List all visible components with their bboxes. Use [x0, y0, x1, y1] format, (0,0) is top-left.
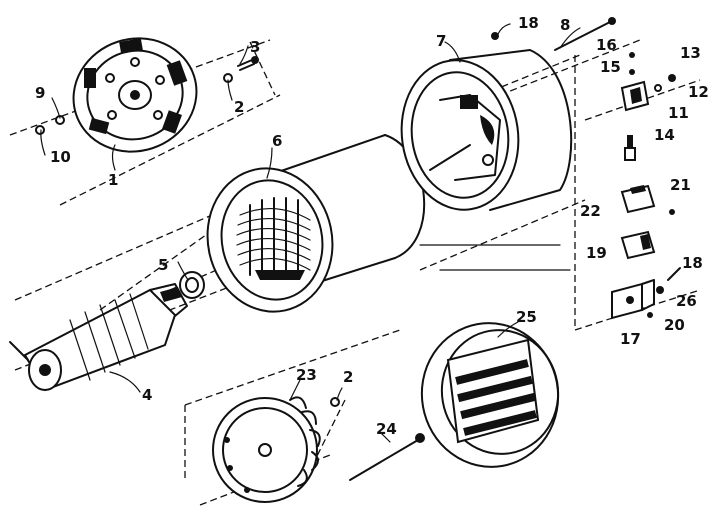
relay-part-19 [620, 230, 656, 260]
callout-2-top: 2 [234, 98, 244, 116]
callout-18-top: 18 [518, 14, 539, 32]
callout-12: 12 [688, 83, 709, 101]
thermostat-part-14 [624, 135, 636, 161]
callout-9: 9 [35, 84, 45, 102]
callout-7: 7 [436, 32, 446, 50]
callout-leader-lines [40, 23, 581, 443]
callout-labels: 1 2 3 4 5 6 7 8 9 10 11 12 13 14 15 16 1… [35, 14, 709, 438]
stator-housing-part [206, 134, 426, 313]
callout-22: 22 [580, 202, 601, 220]
shaft-part [349, 433, 425, 481]
reference-lines [419, 244, 571, 271]
callout-17: 17 [620, 330, 641, 348]
callout-19: 19 [586, 244, 607, 262]
callout-24: 24 [376, 420, 397, 438]
screw-and-washer-set-left [35, 56, 259, 135]
callout-18-right: 18 [682, 254, 703, 272]
callout-20: 20 [664, 316, 685, 334]
callout-26: 26 [676, 292, 697, 310]
callout-2-bottom: 2 [343, 368, 353, 386]
callout-25: 25 [516, 308, 537, 326]
callout-13: 13 [680, 44, 701, 62]
callout-11: 11 [668, 104, 689, 122]
stator-winding [236, 197, 311, 280]
relay-part-22 [620, 184, 675, 215]
switch-assembly-11 [620, 52, 676, 112]
callout-3: 3 [250, 38, 260, 56]
callout-23: 23 [296, 366, 317, 384]
bolt-part-8 [491, 17, 616, 51]
callout-1: 1 [108, 171, 118, 189]
callout-4: 4 [142, 386, 152, 404]
motor-shroud-part [400, 49, 573, 211]
armature-part [9, 283, 188, 392]
callout-8: 8 [560, 16, 570, 34]
callout-15: 15 [600, 58, 621, 76]
callout-16: 16 [596, 36, 617, 54]
bearing-part [179, 271, 205, 299]
callout-6: 6 [272, 132, 282, 150]
callout-10: 10 [50, 148, 71, 166]
callout-5: 5 [158, 256, 168, 274]
callout-14: 14 [654, 126, 675, 144]
grille-cover-part [420, 322, 560, 468]
bracket-part-17 [611, 267, 681, 320]
end-bell-part [72, 37, 198, 153]
callout-21: 21 [670, 176, 691, 194]
fan-part [212, 396, 340, 503]
